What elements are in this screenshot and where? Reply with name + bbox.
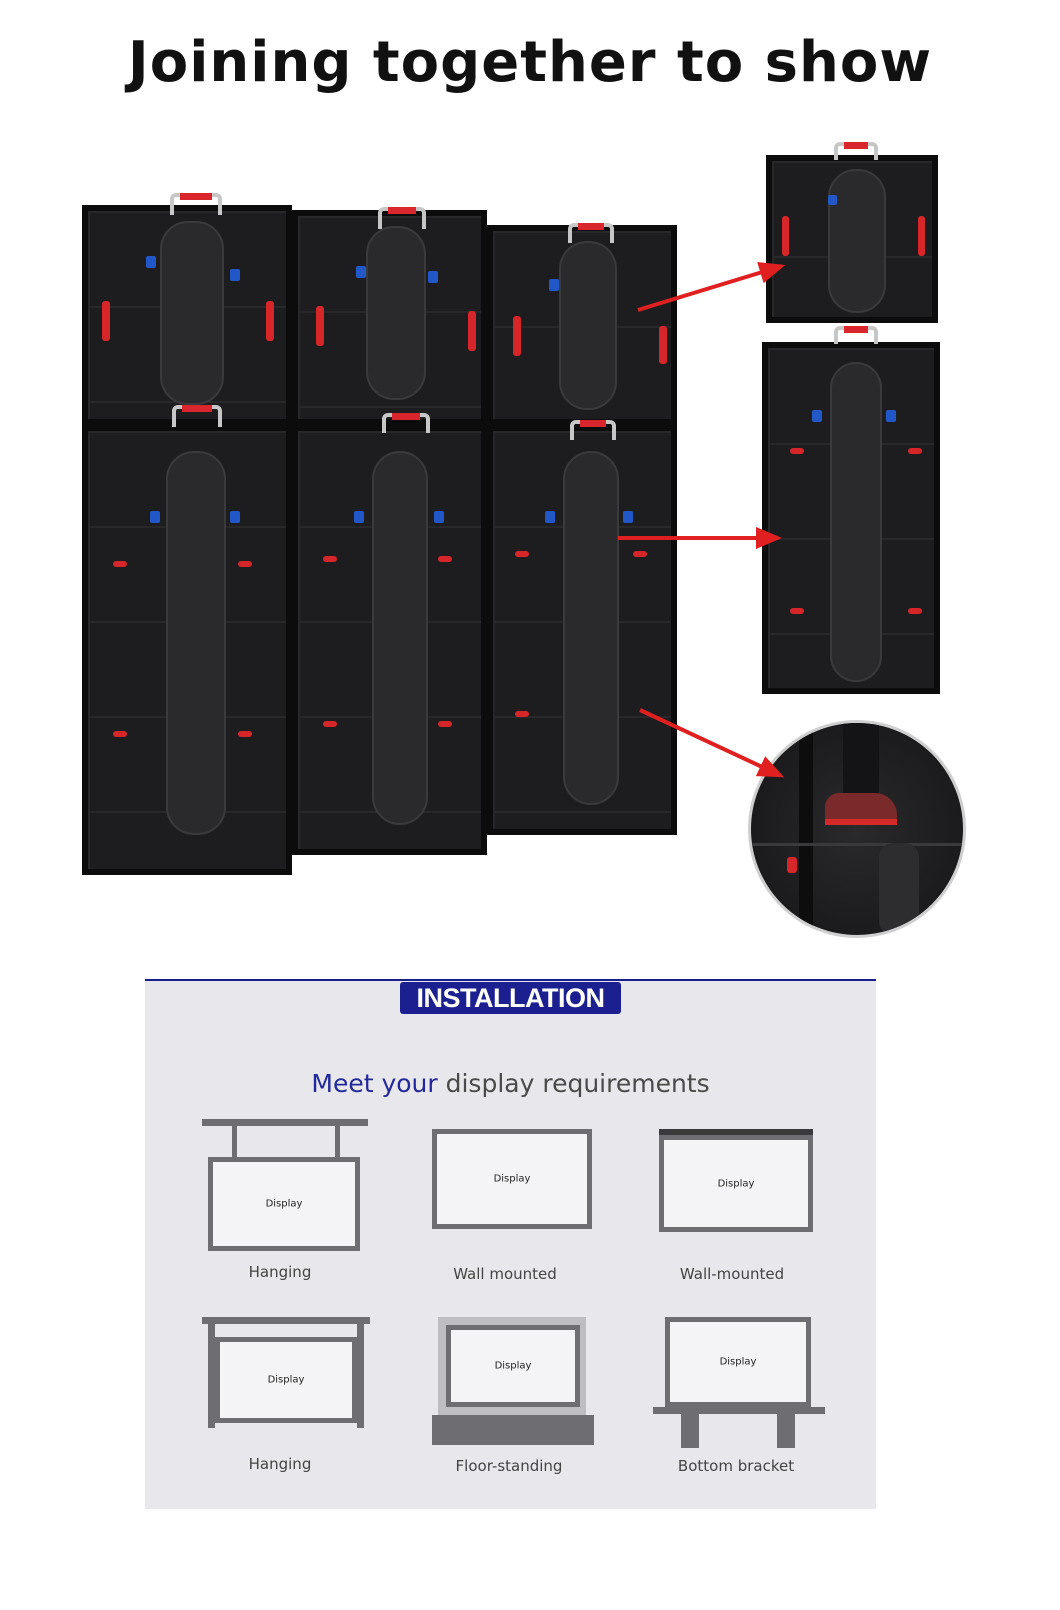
install-option-wall-mounted-alt: Display Wall-mounted — [617, 1109, 847, 1299]
display-screen: Display — [446, 1325, 580, 1407]
carry-handle — [382, 413, 430, 433]
carry-handle — [378, 207, 426, 229]
install-caption: Wall mounted — [453, 1265, 557, 1283]
cabinet-wall-image — [82, 193, 702, 905]
install-caption: Bottom bracket — [677, 1457, 795, 1475]
page-title: Joining together to show — [127, 30, 933, 95]
install-option-hanging: Display Hanging — [165, 1109, 395, 1299]
cabinet-detail-tall — [762, 342, 940, 694]
cabinet-bottom-2 — [292, 425, 487, 855]
zoom-detail-image — [748, 720, 966, 938]
cabinet-detail-small — [766, 155, 938, 323]
display-screen: Display — [215, 1337, 357, 1423]
display-screen: Display — [665, 1317, 811, 1407]
install-option-wall-mounted: Display Wall mounted — [390, 1109, 620, 1299]
display-screen: Display — [432, 1129, 592, 1229]
cabinet-bottom-1 — [82, 425, 292, 875]
install-caption: Floor-standing — [455, 1457, 563, 1475]
installation-subtitle: Meet your display requirements — [145, 1069, 876, 1098]
display-screen: Display — [208, 1157, 360, 1251]
carry-handle — [570, 420, 616, 440]
cabinet-bottom-3 — [487, 425, 677, 835]
cabinet-top-1 — [82, 205, 292, 425]
cabinet-top-3 — [487, 225, 677, 425]
install-option-floor-standing: Display Floor-standing — [390, 1299, 620, 1489]
subtitle-highlight: Meet your — [311, 1069, 438, 1098]
install-caption: Hanging — [248, 1263, 312, 1281]
carry-handle — [834, 142, 878, 160]
installation-panel: INSTALLATION Meet your display requireme… — [145, 979, 876, 1509]
carry-handle — [170, 193, 222, 215]
pointer-arrow — [618, 527, 782, 549]
install-caption: Hanging — [248, 1455, 312, 1473]
carry-handle — [568, 223, 614, 243]
carry-handle — [834, 326, 878, 344]
installation-badge: INSTALLATION — [400, 982, 621, 1014]
install-caption: Wall-mounted — [679, 1265, 785, 1283]
install-option-hanging-alt: Display Hanging — [165, 1299, 395, 1489]
carry-handle — [172, 405, 222, 427]
subtitle-rest: display requirements — [437, 1069, 710, 1098]
install-option-bottom-bracket: Display Bottom bracket — [617, 1299, 847, 1489]
cabinet-top-2 — [292, 210, 487, 425]
display-screen: Display — [659, 1135, 813, 1232]
